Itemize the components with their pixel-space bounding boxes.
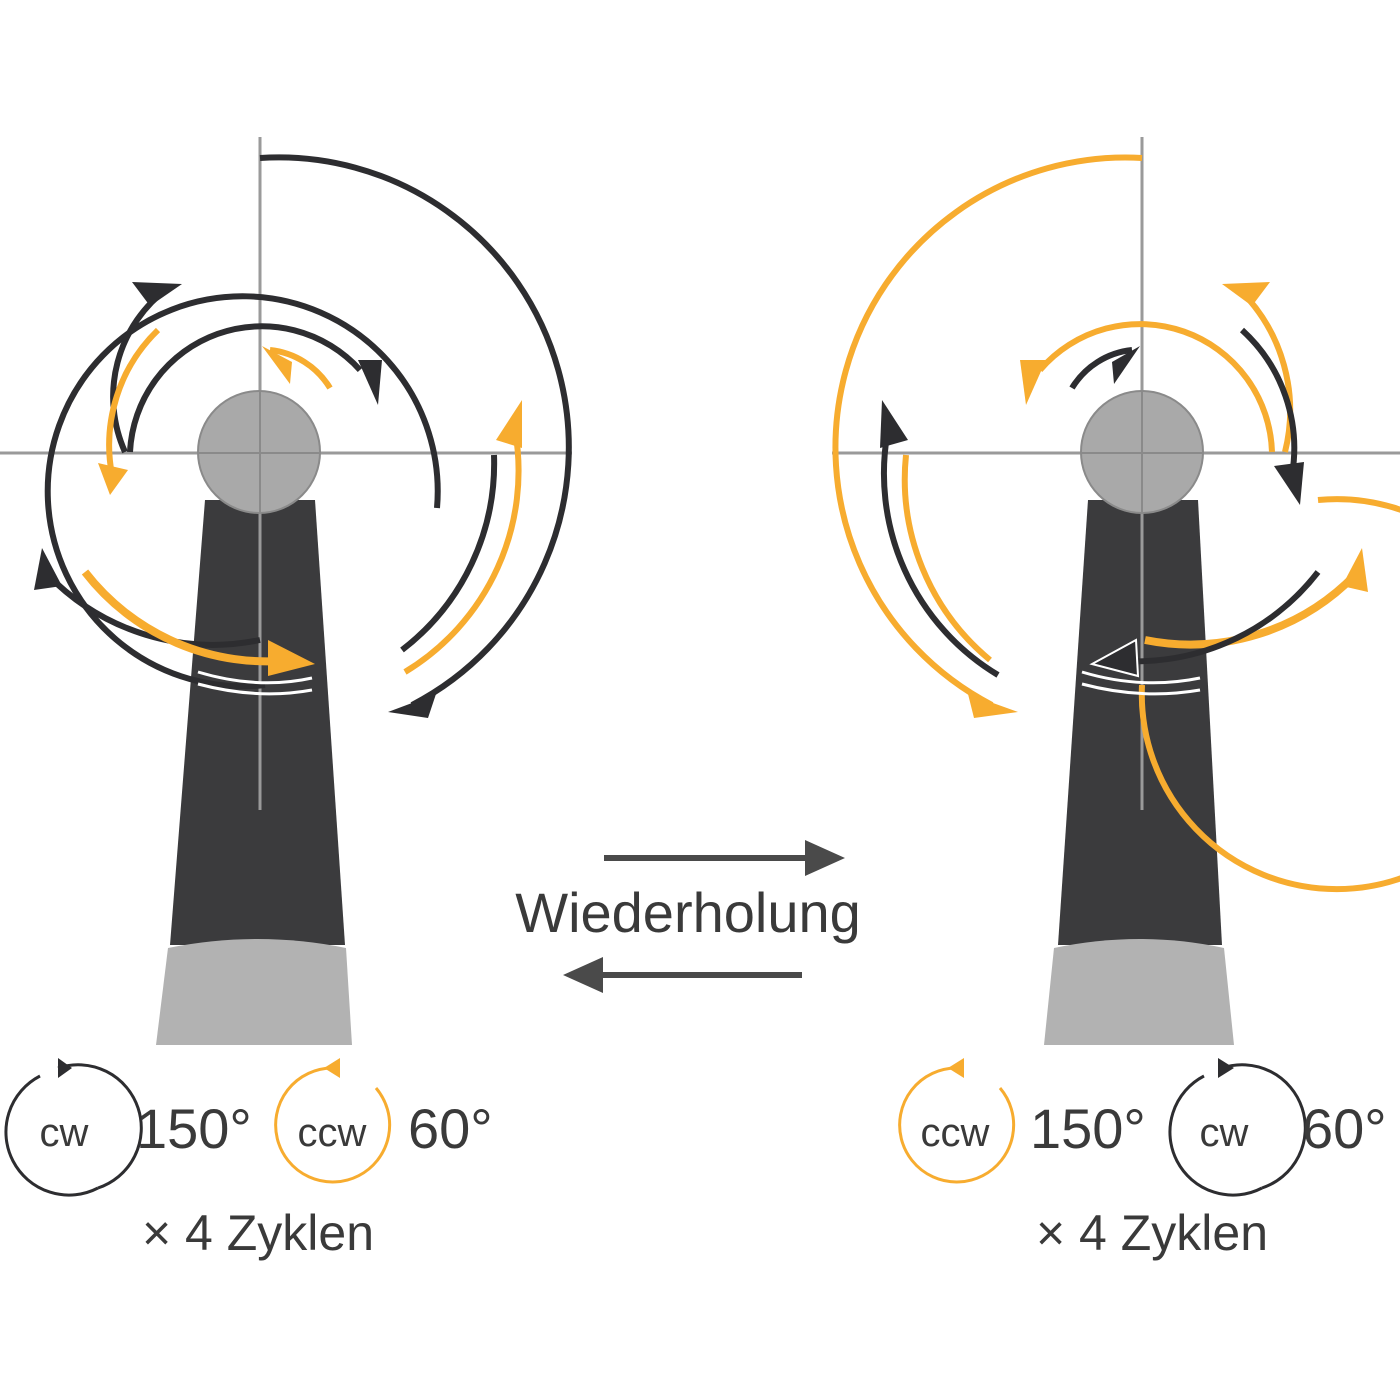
cw-rotation-icon-right [1221,1063,1307,1190]
repetition-label: Wiederholung [515,881,861,944]
left-handle-band-2 [197,682,313,696]
left-cycles-label: × 4 Zyklen [142,1205,374,1261]
left-right-dark-arc [400,454,498,653]
right-lower-orange-arc [1144,572,1358,649]
arrow-right-icon-head [805,840,845,876]
right-handle-band-2 [1081,682,1201,696]
left-outer-left-arrowhead [132,282,182,306]
right-outer-upper-orange-arrowhead [1222,282,1270,306]
right-second-angle: 60° [1302,1097,1387,1160]
left-second-direction: ccw [298,1111,367,1155]
right-handpiece-figure [832,137,1400,1045]
right-second-direction: cw [1200,1111,1249,1155]
left-right-orange-arc [403,429,522,675]
right-handle-tip [1044,939,1234,1045]
left-first-direction: cw [40,1111,89,1155]
ccw-rotation-icon-right-head [948,1058,964,1078]
left-handpiece-figure [0,137,572,1045]
right-lower-orange-arrowhead [1342,548,1368,592]
cw-rotation-icon-head [58,1058,72,1078]
left-inner-orange-arc [269,347,333,390]
cw-rotation-icon-right-head [1218,1058,1234,1078]
left-orange-arrowhead-left [98,463,128,495]
right-left-orange-arc [901,454,992,663]
left-lower-orange-arc [81,569,293,666]
left-handle-body [170,500,345,945]
ccw-rotation-icon-right [898,1066,1016,1184]
right-handle-body [1058,500,1222,945]
left-outer-cw-arrowhead [388,694,436,718]
left-lower-dark-arc [45,572,261,648]
left-right-orange-arrowhead [496,400,522,448]
right-left-dark-arrowhead [880,400,908,448]
left-main-circle-arc [44,293,441,690]
left-first-angle: 150° [136,1097,252,1160]
right-main-circle-arc [1138,496,1400,893]
right-inner-orange-arc [1037,321,1275,453]
right-cycles-label: × 4 Zyklen [1036,1205,1268,1261]
right-outer-ccw-arrowhead [968,694,1018,718]
right-upper-dark-arrowhead [1274,462,1304,505]
right-lower-dark-arc [1111,570,1321,665]
right-handle-band [1081,670,1201,685]
repetition-indicator: Wiederholung [515,840,861,993]
left-handle-band [197,670,313,685]
right-upper-dark-arc [1239,327,1298,476]
right-inner-orange-arrowhead [1020,360,1046,405]
left-lower-orange-arrowhead [268,640,315,676]
right-left-dark-arc [881,429,1000,678]
left-handle-tip [156,939,352,1045]
left-lower-dark-arrowhead [34,548,62,590]
left-inner-dark-arc [127,323,363,453]
left-legend: cw 150° ccw 60° × 4 Zyklen [4,1058,493,1261]
arrow-left-icon-head [563,957,603,993]
left-second-angle: 60° [408,1097,493,1160]
left-inner-dark-arrowhead [358,360,382,405]
right-inner-dark-arrowhead [1112,346,1140,384]
ccw-rotation-icon-head [324,1058,340,1078]
right-outer-ccw-arc [832,154,1143,708]
cw-rotation-icon-right-rest [1168,1074,1263,1197]
left-outer-cw-arc [259,154,572,708]
right-legend: ccw 150° cw 60° × 4 Zyklen [898,1058,1387,1261]
right-first-direction: ccw [921,1111,990,1155]
right-outer-upper-orange-arc [1237,287,1294,453]
right-first-angle: 150° [1030,1097,1146,1160]
ccw-rotation-icon [274,1066,392,1184]
right-inner-dark-arc [1069,347,1133,390]
right-lower-dark-arrowhead [1089,638,1140,678]
cw-rotation-icon [57,1063,143,1190]
cw-rotation-icon-rest [4,1074,99,1197]
left-orange-arc-left [106,327,161,476]
left-inner-orange-arrowhead [262,346,292,384]
